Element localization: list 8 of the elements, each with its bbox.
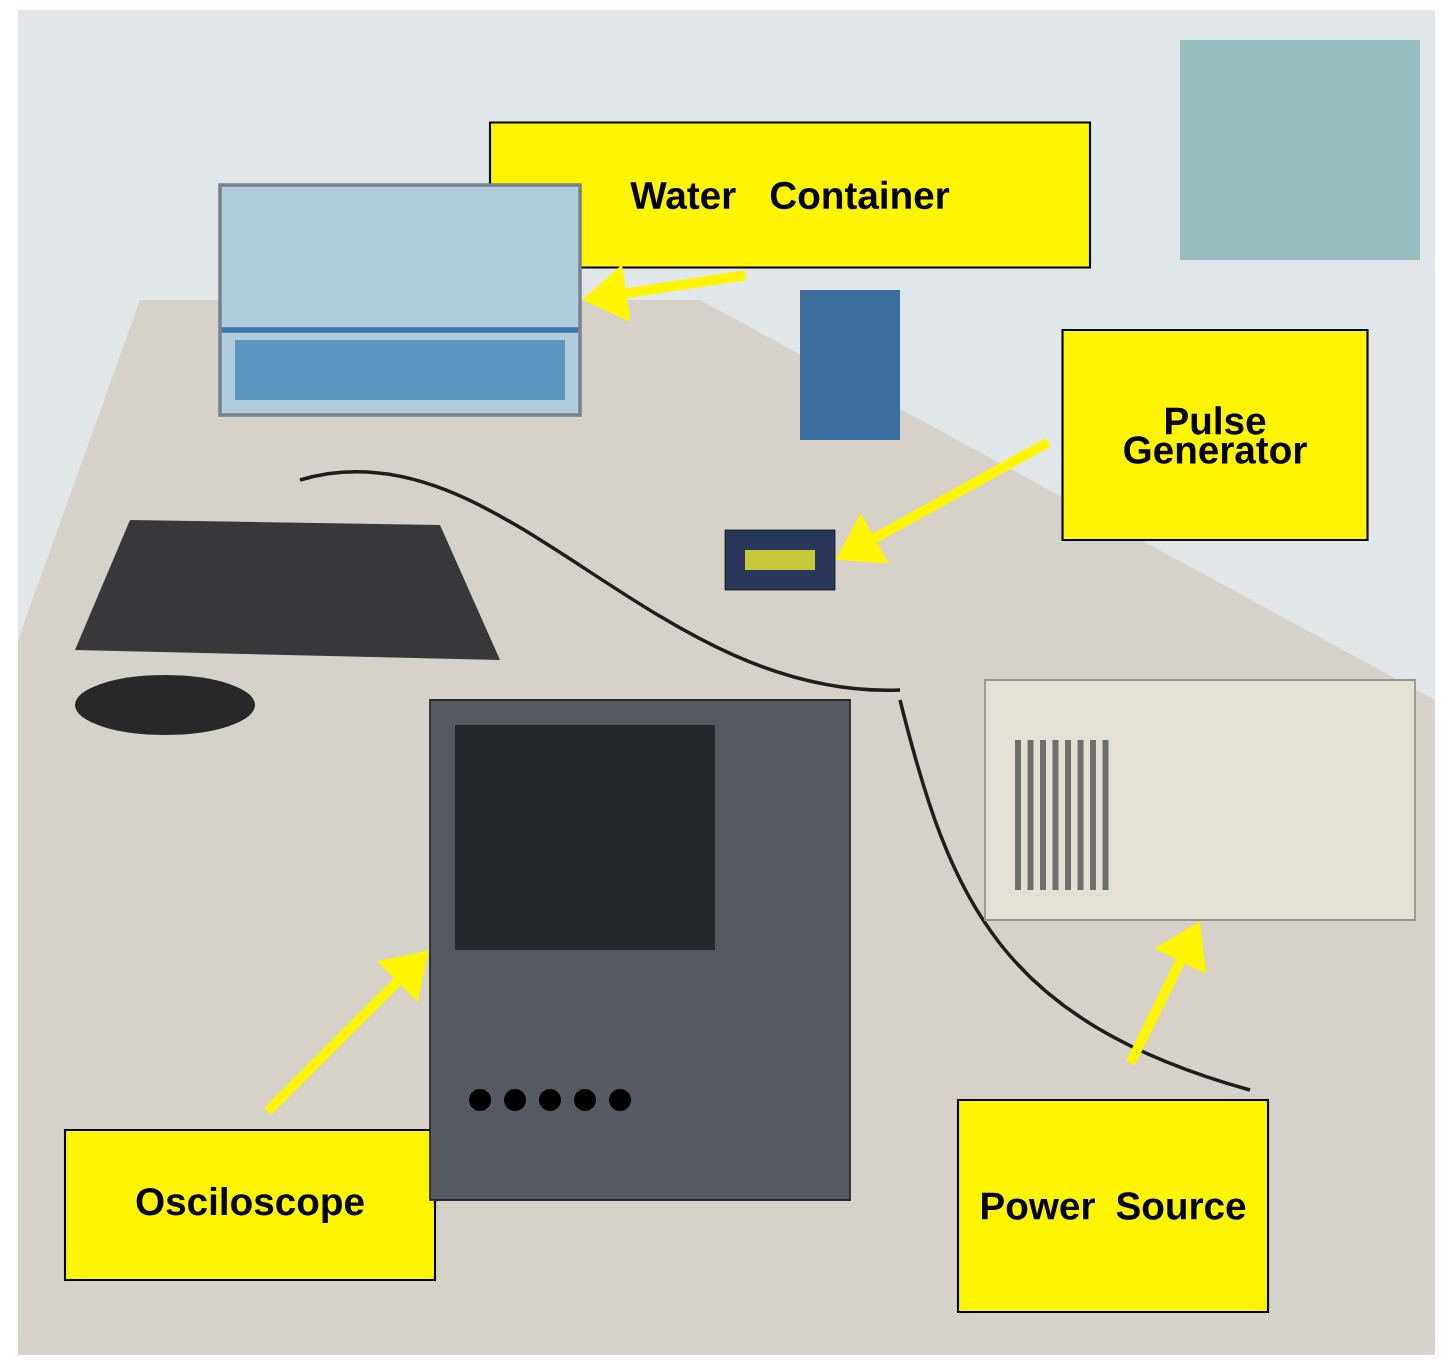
power-supply-drawing (984, 679, 1416, 921)
label-box: Osciloscope (63, 1128, 437, 1282)
label-box: Pulse Generator (1061, 328, 1369, 542)
oscilloscope-drawing (429, 699, 851, 1201)
label-box: Water Container (488, 121, 1092, 269)
circuit-board-drawing (724, 529, 836, 591)
label-box: Power Source (956, 1098, 1270, 1314)
water-tank-drawing (218, 183, 582, 417)
